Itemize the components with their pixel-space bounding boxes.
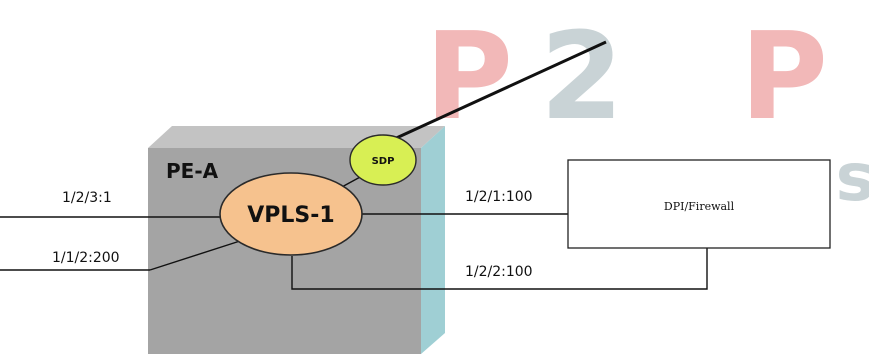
watermark-letter-p: P xyxy=(425,8,513,147)
watermark-letter-p2: P xyxy=(740,8,828,147)
sdp-node xyxy=(349,134,417,186)
vpls-1-node xyxy=(219,172,363,256)
link-1-1-2-200-diagonal xyxy=(149,240,241,271)
dpi-firewall-box xyxy=(567,159,831,249)
link-1-2-2-100 xyxy=(291,248,708,290)
port-label-1-2-2-100: 1/2/2:100 xyxy=(465,264,533,280)
sdp-label: SDP xyxy=(372,156,395,167)
link-sdp-uplink xyxy=(391,40,607,142)
watermark-letter-2: 2 xyxy=(540,8,624,147)
port-label-1-2-3-1: 1/2/3:1 xyxy=(62,190,112,206)
vpls-1-label: VPLS-1 xyxy=(247,203,334,228)
dpi-firewall-label: DPI/Firewall xyxy=(664,200,735,213)
pe-a-side-face xyxy=(421,126,445,354)
port-label-1-2-1-100: 1/2/1:100 xyxy=(465,189,533,205)
connections xyxy=(0,175,708,290)
port-label-1-1-2-200: 1/1/2:200 xyxy=(52,250,120,266)
pe-a-label: PE-A xyxy=(166,159,219,183)
